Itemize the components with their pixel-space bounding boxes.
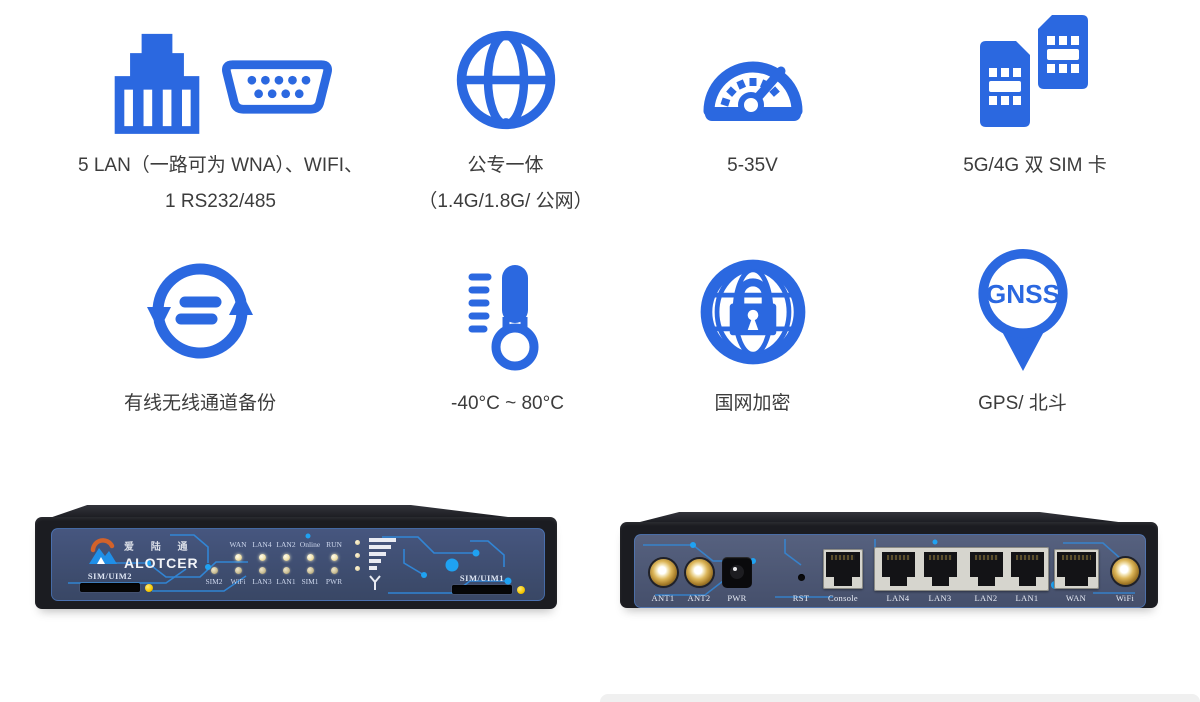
router-front-faceplate: 爱 陆 通 ALOTCER SIM/UIM2 SIM2 WAN — [51, 528, 545, 601]
lan-port-block — [874, 547, 1049, 591]
ethernet-port-icon — [107, 25, 207, 140]
port-label-lan3: LAN3 — [928, 593, 952, 603]
feature-caption: 公专一体 （1.4G/1.8G/ 公网） — [418, 155, 593, 212]
router-front-case: 爱 陆 通 ALOTCER SIM/UIM2 SIM2 WAN — [35, 517, 557, 609]
antenna-signal-bars-icon — [368, 538, 398, 597]
sim-eject-dot — [145, 584, 153, 592]
sim-uim2-slot: SIM/UIM2 — [80, 571, 153, 592]
lan2-port — [967, 549, 1006, 589]
globe-network-icon — [451, 25, 561, 140]
led-label: SIM1 — [301, 577, 319, 586]
port-label-lan4: LAN4 — [886, 593, 910, 603]
led-label: PWR — [325, 577, 343, 586]
wifi-sma-connector — [1112, 558, 1139, 585]
feature-voltage: 5-35V — [640, 18, 865, 184]
feature-channel-backup: 有线无线通道备份 — [55, 252, 345, 422]
router-rear-photo: ANT1 ANT2 PWR RST Console LAN4 LAN3 LAN2… — [620, 510, 1158, 608]
brand-name-en: ALOTCER — [124, 555, 199, 571]
port-label-lan2: LAN2 — [974, 593, 998, 603]
port-label-wan: WAN — [1065, 593, 1087, 603]
port-label-wifi: WiFi — [1115, 593, 1135, 603]
led-label: SIM2 — [205, 577, 223, 586]
port-label-ant2: ANT2 — [687, 593, 711, 603]
sim-eject-dot — [517, 586, 525, 594]
feature-encryption: 国网加密 — [645, 252, 860, 422]
sim-card-slot — [452, 585, 512, 594]
gnss-pin-icon: GNSS — [968, 247, 1078, 378]
led-lan3 — [258, 567, 266, 574]
sim-uim1-label: SIM/UIM1 — [459, 573, 505, 583]
dual-sim-icon — [970, 13, 1100, 140]
led-label: LAN2 — [276, 540, 296, 549]
led-lan4 — [258, 554, 266, 561]
brand-logo: 爱 陆 通 ALOTCER — [88, 537, 199, 573]
led-label: LAN3 — [252, 577, 272, 586]
port-label-pwr: PWR — [727, 593, 747, 603]
led-label: LAN4 — [252, 540, 272, 549]
feature-caption: 5G/4G 双 SIM 卡 — [963, 155, 1107, 176]
led-lan1 — [282, 567, 290, 574]
feature-caption: 5 LAN（一路可为 WNA）、WIFI、 1 RS232/485 — [77, 155, 363, 212]
router-rear-faceplate: ANT1 ANT2 PWR RST Console LAN4 LAN3 LAN2… — [634, 534, 1146, 608]
lan3-port — [921, 549, 960, 589]
port-label-rst: RST — [792, 593, 810, 603]
feature-caption: 国网加密 — [714, 393, 791, 414]
channel-backup-sync-icon — [144, 255, 256, 372]
led-wifi — [234, 567, 242, 574]
led-label: LAN1 — [276, 577, 296, 586]
feature-lan-serial: 5 LAN（一路可为 WNA）、WIFI、 1 RS232/485 — [28, 18, 413, 220]
led-pwr — [330, 567, 338, 574]
led-sim1 — [306, 567, 314, 574]
led-panel: SIM2 WAN WiFi LAN4 LAN3 LAN2 — [202, 540, 346, 588]
led-lan2 — [282, 554, 290, 561]
led-label: Online — [299, 540, 321, 549]
gnss-pin-label: GNSS — [985, 279, 1059, 309]
lan4-port — [879, 549, 918, 589]
ant1-sma-connector — [650, 559, 677, 586]
voltage-gauge-icon — [697, 35, 809, 132]
led-wan — [234, 554, 242, 561]
feature-caption: GPS/ 北斗 — [978, 393, 1067, 414]
brand-name-cn: 爱 陆 通 — [124, 542, 195, 553]
reset-pinhole — [798, 574, 805, 581]
power-jack — [722, 557, 752, 588]
led-run — [330, 554, 338, 561]
serial-db9-icon — [219, 57, 335, 122]
router-front-photo: 爱 陆 通 ALOTCER SIM/UIM2 SIM2 WAN — [35, 505, 557, 609]
feature-caption: 有线无线通道备份 — [123, 393, 276, 414]
feature-dual-sim: 5G/4G 双 SIM 卡 — [900, 15, 1170, 184]
sim-uim2-label: SIM/UIM2 — [87, 571, 133, 581]
led-online — [306, 554, 314, 561]
sim-uim1-slot: SIM/UIM1 — [452, 573, 525, 594]
feature-caption: 5-35V — [727, 155, 778, 176]
next-section-top-edge — [600, 694, 1200, 702]
lan1-port — [1008, 549, 1047, 589]
led-label: WiFi — [230, 577, 246, 586]
led-label: RUN — [326, 540, 342, 549]
feature-temperature: -40°C ~ 80°C — [395, 252, 620, 422]
thermometer-icon — [462, 261, 554, 378]
port-label-console: Console — [828, 593, 858, 603]
led-sim2 — [210, 567, 218, 574]
console-port — [823, 549, 863, 589]
globe-lock-icon — [698, 257, 808, 372]
wan-port — [1054, 549, 1099, 589]
feature-gnss: GNSS GPS/ 北斗 — [915, 248, 1130, 422]
signal-strength-leds — [355, 540, 360, 571]
port-label-ant1: ANT1 — [651, 593, 675, 603]
feature-network-modes: 公专一体 （1.4G/1.8G/ 公网） — [398, 18, 613, 220]
router-rear-case: ANT1 ANT2 PWR RST Console LAN4 LAN3 LAN2… — [620, 522, 1158, 608]
ant2-sma-connector — [686, 559, 713, 586]
led-label: WAN — [229, 540, 247, 549]
port-label-lan1: LAN1 — [1015, 593, 1039, 603]
mountain-logo-icon — [88, 537, 118, 572]
feature-caption: -40°C ~ 80°C — [451, 393, 564, 414]
sim-card-slot — [80, 583, 140, 592]
